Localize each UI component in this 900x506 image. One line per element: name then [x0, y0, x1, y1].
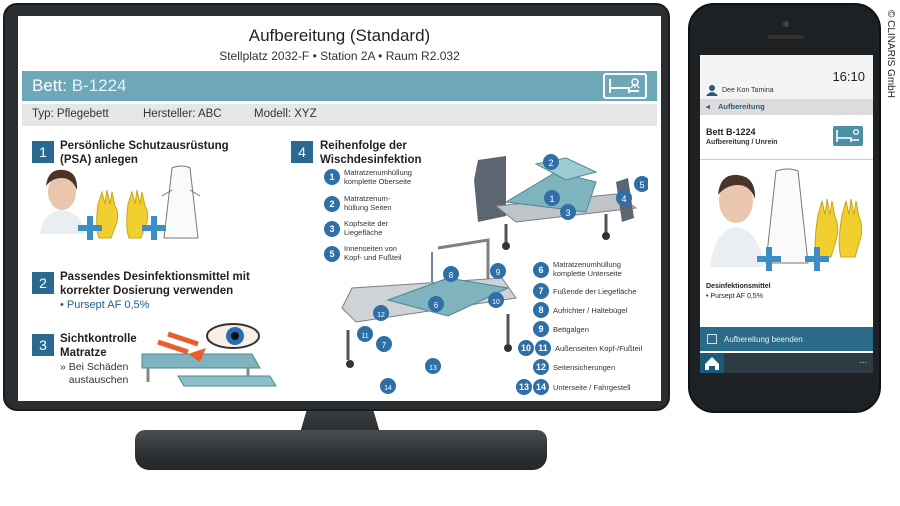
- clock: 16:10: [832, 69, 865, 84]
- ppe-illustration-phone: [710, 168, 863, 271]
- bed-shower-icon: [833, 126, 863, 146]
- user-icon: [706, 83, 718, 96]
- page-title: Aufbereitung (Standard): [248, 26, 431, 45]
- disinfectant-value: • Pursept AF 0,5%: [706, 293, 763, 300]
- bed-manufacturer: Hersteller: ABC: [143, 108, 222, 120]
- dis-step-10-badge: 10: [518, 340, 534, 356]
- svg-text:9: 9: [496, 268, 501, 277]
- location-subtitle: Stellplatz 2032-F • Station 2A • Raum R2…: [219, 49, 460, 63]
- bed-id: B-1224: [71, 76, 127, 95]
- bed-illustration-bottom: 8 9 6 10 12 11 7 13 14: [341, 238, 517, 394]
- more-menu[interactable]: ...: [859, 355, 867, 365]
- divider: [700, 159, 873, 160]
- svg-text:12: 12: [377, 312, 385, 319]
- dis-step-3-badge: 3: [324, 221, 340, 237]
- svg-text:7: 7: [382, 341, 387, 350]
- monitor-screen: Aufbereitung (Standard) Stellplatz 2032-…: [18, 16, 661, 401]
- back-arrow-icon[interactable]: ◂: [706, 102, 710, 111]
- copyright-text: © CLINARIS GmbH: [885, 10, 896, 98]
- step-1-title: Persönliche Schutzausrüstung (PSA) anleg…: [60, 140, 229, 166]
- svg-text:14: 14: [384, 385, 392, 392]
- svg-text:5: 5: [639, 180, 644, 190]
- dis-step-7-badge: 7: [533, 283, 549, 299]
- bed-header-bar: Bett: B-1224: [22, 71, 657, 101]
- svg-text:4: 4: [621, 194, 626, 204]
- dis-step-12-text: Seitensicherungen: [553, 363, 616, 372]
- dis-step-5-badge: 5: [324, 246, 340, 262]
- dis-step-1-badge: 1: [324, 169, 340, 185]
- bed-shower-icon: [603, 73, 647, 99]
- smartphone: 16:10 Dee Kon Tamina ◂ Aufbereitung Bett…: [688, 3, 881, 413]
- checkbox-icon[interactable]: [707, 334, 717, 344]
- bed-type: Typ: Pflegebett: [32, 108, 109, 120]
- dis-step-11-badge: 11: [535, 340, 551, 356]
- plus-icon: [757, 247, 781, 271]
- monitor-neck: [300, 411, 380, 433]
- mattress-check-illustration: [141, 323, 277, 387]
- svg-text:6: 6: [434, 301, 439, 310]
- step-2-number: 2: [32, 272, 54, 294]
- dis-step-13-badge: 13: [516, 379, 532, 395]
- dis-step-6-badge: 6: [533, 262, 549, 278]
- dis-step-9-text: Bettgalgen: [553, 325, 589, 334]
- dis-step-9-badge: 9: [533, 321, 549, 337]
- svg-text:1: 1: [549, 194, 554, 204]
- plus-icon: [78, 216, 102, 240]
- svg-text:8: 8: [449, 271, 454, 280]
- bed-model: Modell: XYZ: [254, 108, 317, 120]
- step-2-disinfectant: • Pursept AF 0,5%: [60, 299, 150, 311]
- finish-label[interactable]: Aufbereitung beenden: [724, 335, 803, 344]
- dis-step-10-11-text: Außenseiten Kopf-/Fußteil: [555, 344, 643, 353]
- finish-reprocessing-button[interactable]: Aufbereitung beenden: [700, 327, 873, 351]
- svg-text:10: 10: [492, 299, 500, 306]
- phone-bed-id: Bett B-1224: [706, 127, 756, 137]
- svg-text:11: 11: [361, 333, 368, 340]
- step-4-title: Reihenfolge der Wischdesinfektion: [320, 140, 422, 166]
- svg-text:3: 3: [565, 208, 570, 218]
- breadcrumb[interactable]: ◂ Aufbereitung: [700, 99, 873, 115]
- home-icon[interactable]: [700, 353, 724, 373]
- plus-icon: [805, 247, 829, 271]
- phone-header: 16:10 Dee Kon Tamina: [700, 55, 873, 99]
- monitor-stand: [135, 430, 547, 470]
- bed-label-prefix: Bett:: [32, 76, 72, 95]
- step-3-note: » Bei Schäden austauschen: [60, 361, 129, 386]
- phone-screen: 16:10 Dee Kon Tamina ◂ Aufbereitung Bett…: [700, 55, 873, 373]
- dis-step-13-14-text: Unterseite / Fahrgestell: [553, 383, 631, 392]
- dis-step-5-text: Innenseiten von Kopf- und Fußteil: [344, 244, 402, 262]
- bed-meta-bar: Typ: Pflegebett Hersteller: ABC Modell: …: [22, 104, 657, 126]
- bed-label: Bett: B-1224: [32, 76, 127, 96]
- svg-text:13: 13: [429, 365, 437, 372]
- dis-step-3-text: Kopfseite der Liegefläche: [344, 219, 389, 237]
- dis-step-2-badge: 2: [324, 196, 340, 212]
- svg-text:2: 2: [548, 158, 553, 168]
- breadcrumb-label[interactable]: Aufbereitung: [718, 102, 765, 111]
- step-1-number: 1: [32, 141, 54, 163]
- step-4-number: 4: [291, 141, 313, 163]
- phone-bed-status: Aufbereitung / Unrein: [706, 139, 778, 146]
- dis-step-2-text: Matratzenum- hüllung Seiten: [344, 194, 392, 212]
- step-3-number: 3: [32, 334, 54, 356]
- dis-step-8-badge: 8: [533, 302, 549, 318]
- disinfectant-title: Desinfektionsmittel: [706, 283, 771, 290]
- camera-icon: [783, 21, 789, 27]
- dis-step-7-text: Fußende der Liegefläche: [553, 287, 637, 296]
- dis-step-6-text: Matratzenumhüllung komplette Unterseite: [553, 260, 622, 278]
- plus-icon: [142, 216, 166, 240]
- dis-step-1-text: Matratzenumhüllung komplette Oberseite: [344, 168, 412, 186]
- dis-step-12-badge: 12: [533, 359, 549, 375]
- monitor: Aufbereitung (Standard) Stellplatz 2032-…: [3, 3, 670, 411]
- ppe-illustration: [40, 165, 201, 239]
- bed-illustration-top: 2 1 3 4 5: [474, 154, 648, 250]
- user-name: Dee Kon Tamina: [722, 87, 774, 94]
- bottom-nav: [700, 353, 873, 373]
- dis-step-14-badge: 14: [533, 379, 549, 395]
- dis-step-8-text: Aufrichter / Haltebügel: [553, 306, 628, 315]
- step-3-title: Sichtkontrolle Matratze: [60, 333, 137, 359]
- step-2-title: Passendes Desinfektionsmittel mit korrek…: [60, 271, 250, 297]
- copyright-notice: © CLINARIS GmbH: [884, 10, 898, 120]
- speaker: [768, 35, 804, 39]
